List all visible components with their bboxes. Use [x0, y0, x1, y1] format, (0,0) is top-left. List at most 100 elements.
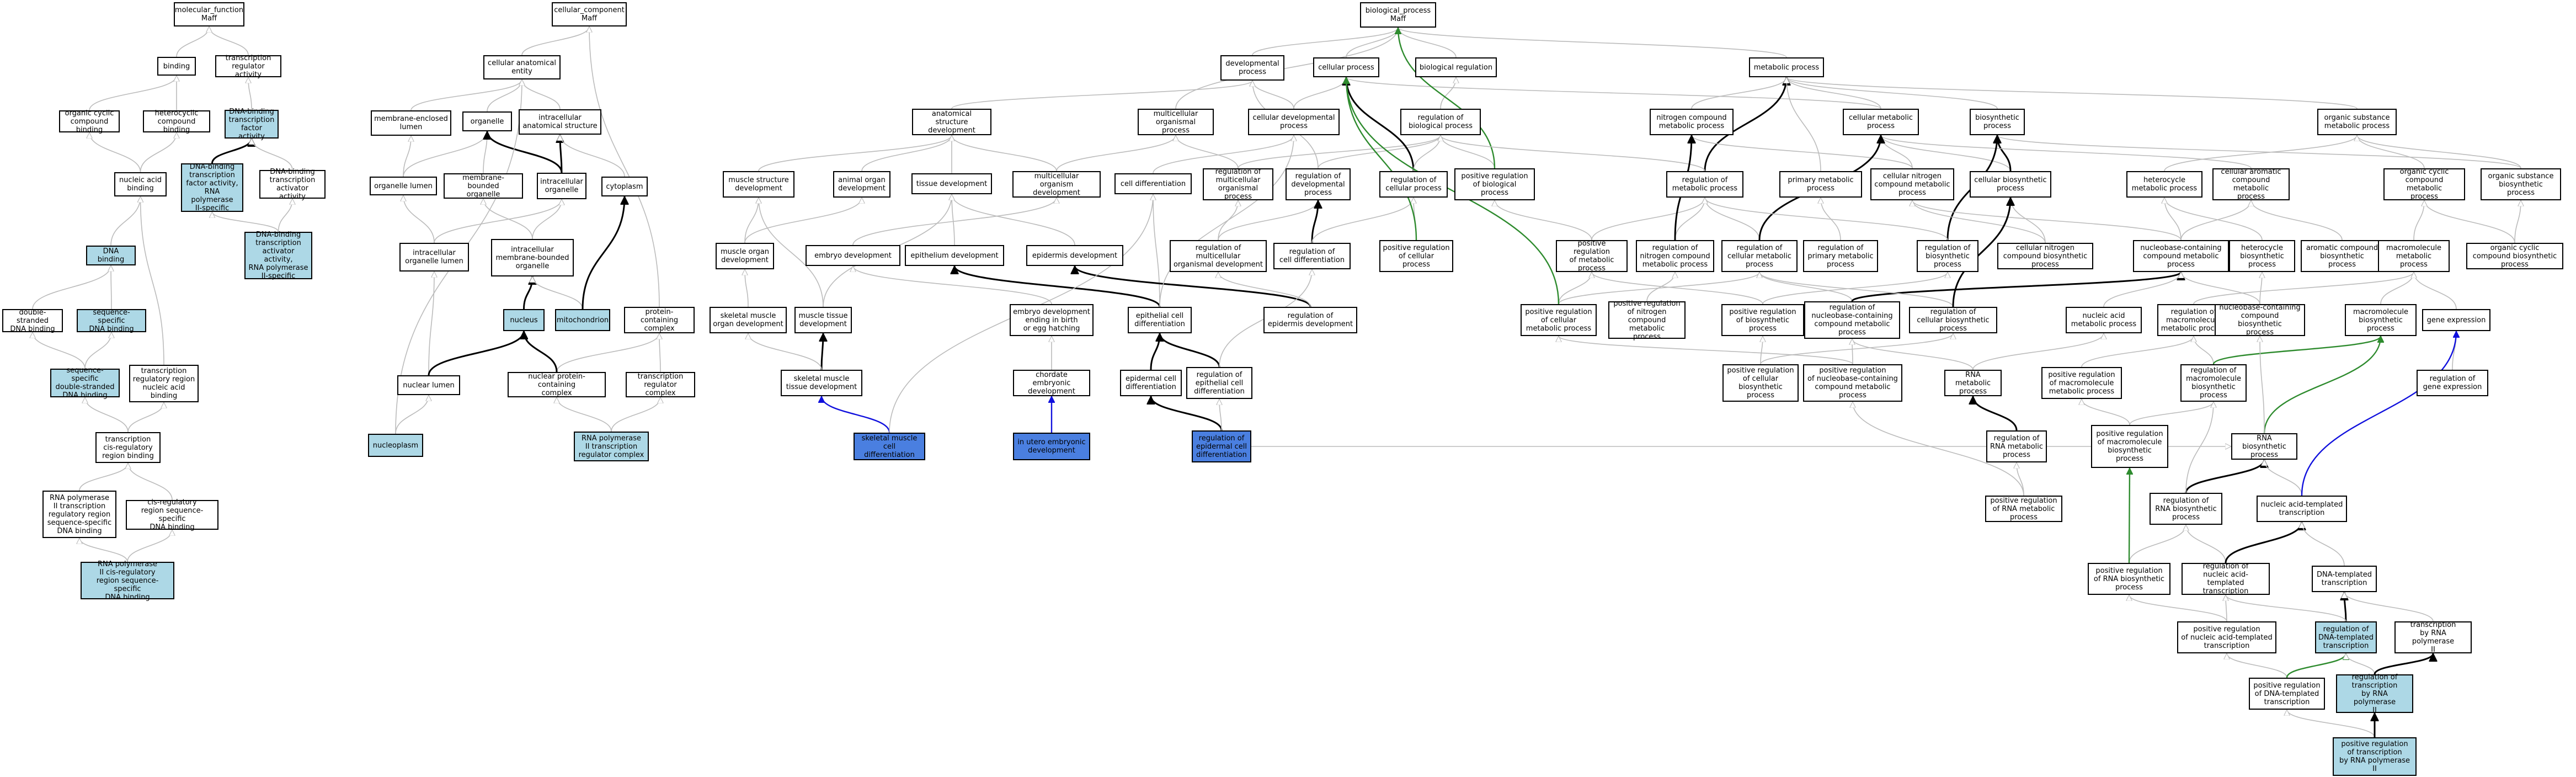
node-pcc[interactable]: protein-containing complex	[624, 307, 695, 333]
node-trp2[interactable]: transcription by RNA polymerase II	[2394, 621, 2472, 654]
node-tcrrb[interactable]: transcription cis-regulatory region bind…	[95, 432, 161, 463]
node-rnap2trc[interactable]: RNA polymerase II transcription regulato…	[574, 432, 649, 461]
node-cncbp[interactable]: cellular nitrogen compound biosynthetic …	[1997, 243, 2093, 269]
node-imbo[interactable]: intracellular membrane-bounded organelle	[491, 239, 574, 276]
node-nucp[interactable]: nucleoplasm	[368, 434, 423, 457]
node-rcp[interactable]: regulation of cellular process	[1379, 171, 1448, 198]
node-edcd[interactable]: epidermal cell differentiation	[1120, 370, 1182, 396]
node-rdt[interactable]: regulation of DNA-templated transcriptio…	[2315, 621, 2377, 653]
node-rnat[interactable]: regulation of nucleic acid-templated tra…	[2182, 562, 2270, 595]
node-prcp[interactable]: positive regulation of cellular process	[1379, 240, 1453, 272]
node-cmp[interactable]: cellular metabolic process	[1843, 109, 1919, 135]
node-npcc[interactable]: nuclear protein-containing complex	[508, 372, 606, 397]
node-rcd[interactable]: regulation of cell differentiation	[1273, 243, 1351, 269]
node-camp[interactable]: cellular aromatic compound metabolic pro…	[2212, 168, 2290, 201]
node-nat[interactable]: nucleic acid-templated transcription	[2257, 496, 2347, 522]
node-nl[interactable]: nuclear lumen	[397, 375, 460, 395]
node-rnamp[interactable]: RNA metabolic process	[1944, 370, 2002, 396]
node-rdp[interactable]: regulation of developmental process	[1286, 168, 1351, 200]
node-hmp[interactable]: heterocycle metabolic process	[2126, 171, 2202, 198]
node-rrnabp[interactable]: regulation of RNA biosynthetic process	[2150, 493, 2222, 525]
node-iol[interactable]: intracellular organelle lumen	[399, 243, 469, 272]
node-prbsp[interactable]: positive regulation of biosynthetic proc…	[1721, 304, 1804, 336]
node-crrssdb[interactable]: cis-regulatory region sequence-specific …	[126, 498, 218, 531]
node-prnbcmp[interactable]: positive regulation of nucleobase-contai…	[1803, 364, 1902, 402]
node-mtd[interactable]: muscle tissue development	[794, 307, 852, 333]
node-msd[interactable]: muscle structure development	[723, 171, 794, 198]
node-dbtaa[interactable]: DNA-binding transcription activator acti…	[259, 168, 326, 201]
node-rnap2trr[interactable]: RNA polymerase II transcription regulato…	[42, 491, 116, 538]
node-orgl[interactable]: organelle lumen	[370, 177, 437, 195]
node-tra[interactable]: transcription regulator activity	[215, 54, 281, 79]
node-rmod[interactable]: regulation of multicellular organismal d…	[1170, 240, 1267, 272]
node-smcd[interactable]: skeletal muscle cell differentiation	[854, 433, 925, 460]
node-nab[interactable]: nucleic acid binding	[114, 172, 167, 196]
node-mel[interactable]: membrane-enclosed lumen	[371, 110, 451, 136]
node-prtrp2[interactable]: positive regulation of transcription by …	[2333, 737, 2417, 776]
node-trc[interactable]: transcription regulator complex	[626, 372, 695, 397]
node-occbp[interactable]: organic cyclic compound biosynthetic pro…	[2466, 243, 2563, 269]
node-cp[interactable]: cellular process	[1313, 57, 1379, 77]
node-prbp[interactable]: positive regulation of biological proces…	[1454, 168, 1535, 200]
node-org[interactable]: organelle	[462, 111, 512, 131]
node-nuc[interactable]: nucleus	[503, 309, 545, 331]
node-rmetp[interactable]: regulation of metabolic process	[1666, 171, 1743, 198]
node-rcbp[interactable]: regulation of cellular biosynthetic proc…	[1909, 307, 1997, 333]
node-epd[interactable]: epithelium development	[905, 245, 1004, 266]
node-cncmp[interactable]: cellular nitrogen compound metabolic pro…	[1870, 168, 1954, 200]
node-rnabp[interactable]: RNA biosynthetic process	[2231, 433, 2297, 460]
node-mmp[interactable]: macromolecule metabolic process	[2378, 240, 2450, 272]
node-prmetp[interactable]: positive regulation of metabolic process	[1556, 240, 1628, 273]
node-redcd[interactable]: regulation of epidermal cell differentia…	[1192, 430, 1251, 462]
node-prrnamp[interactable]: positive regulation of RNA metabolic pro…	[1985, 496, 2062, 522]
node-dbtaa2[interactable]: DNA-binding transcription activator acti…	[244, 231, 312, 280]
node-io[interactable]: intracellular organelle	[537, 173, 586, 199]
node-ced[interactable]: chordate embryonic development	[1013, 370, 1090, 396]
node-rge[interactable]: regulation of gene expression	[2417, 370, 2488, 396]
node-osmp[interactable]: organic substance metabolic process	[2317, 109, 2397, 135]
node-cc[interactable]: cellular_component Maff	[552, 2, 627, 26]
node-rbsp[interactable]: regulation of biosynthetic process	[1917, 240, 1978, 272]
node-ias[interactable]: intracellular anatomical structure	[519, 109, 601, 135]
node-mp[interactable]: metabolic process	[1749, 57, 1824, 77]
node-namp[interactable]: nucleic acid metabolic process	[2066, 307, 2142, 333]
node-prdt[interactable]: positive regulation of DNA-templated tra…	[2249, 678, 2325, 710]
node-dbtfa[interactable]: DNA-binding transcription factor activit…	[225, 108, 279, 141]
node-dp[interactable]: developmental process	[1220, 55, 1284, 81]
node-cbp[interactable]: cellular biosynthetic process	[1970, 171, 2051, 198]
node-rmop[interactable]: regulation of multicellular organismal p…	[1203, 168, 1273, 201]
node-edeb[interactable]: embryo development ending in birth or eg…	[1010, 304, 1094, 336]
node-nbcmp[interactable]: nucleobase-containing compound metabolic…	[2133, 240, 2229, 272]
node-smtd[interactable]: skeletal muscle tissue development	[781, 370, 862, 396]
node-bsp[interactable]: biosynthetic process	[1970, 109, 2025, 135]
node-mito[interactable]: mitochondrion	[555, 309, 610, 331]
node-hbp[interactable]: heterocycle biosynthetic process	[2229, 240, 2295, 272]
node-smod[interactable]: skeletal muscle organ development	[710, 307, 787, 333]
node-recd[interactable]: regulation of epithelial cell differenti…	[1186, 367, 1252, 399]
node-iued[interactable]: in utero embryonic development	[1013, 433, 1090, 460]
node-td[interactable]: tissue development	[911, 173, 992, 194]
node-mod[interactable]: multicellular organism development	[1012, 171, 1101, 198]
node-ncmp[interactable]: nitrogen compound metabolic process	[1650, 109, 1734, 135]
node-prncmp[interactable]: positive regulation of nitrogen compound…	[1608, 300, 1686, 341]
node-aod[interactable]: animal organ development	[833, 171, 890, 198]
node-cae[interactable]: cellular anatomical entity	[483, 55, 561, 79]
node-cyto[interactable]: cytoplasm	[601, 177, 648, 196]
node-cd[interactable]: cell differentiation	[1114, 173, 1192, 194]
node-rncmp[interactable]: regulation of nitrogen compound metaboli…	[1636, 240, 1714, 272]
node-cdp[interactable]: cellular developmental process	[1248, 109, 1340, 135]
node-nbcbp[interactable]: nucleobase-containing compound biosynthe…	[2215, 304, 2305, 337]
node-occmp[interactable]: organic cyclic compound metabolic proces…	[2383, 168, 2465, 201]
node-prnat[interactable]: positive regulation of nucleic acid-temp…	[2177, 621, 2276, 653]
node-br[interactable]: biological regulation	[1415, 57, 1497, 77]
node-rnbcmp[interactable]: regulation of nucleobase-containing comp…	[1804, 301, 1900, 339]
node-dt[interactable]: DNA-templated transcription	[2312, 566, 2377, 592]
node-rtrp2[interactable]: regulation of transcription by RNA polym…	[2336, 673, 2413, 715]
node-prcmp[interactable]: positive regulation of cellular metaboli…	[1521, 304, 1597, 336]
node-trrnab[interactable]: transcription regulatory region nucleic …	[129, 365, 199, 402]
node-mbo[interactable]: membrane-bounded organelle	[444, 173, 523, 199]
node-bp[interactable]: biological_process Maff	[1360, 2, 1436, 28]
node-rnap2crr[interactable]: RNA polymerase II cis-regulatory region …	[81, 560, 174, 602]
node-dnab[interactable]: DNA binding	[86, 246, 136, 265]
node-dbtfa2[interactable]: DNA-binding transcription factor activit…	[181, 163, 243, 212]
